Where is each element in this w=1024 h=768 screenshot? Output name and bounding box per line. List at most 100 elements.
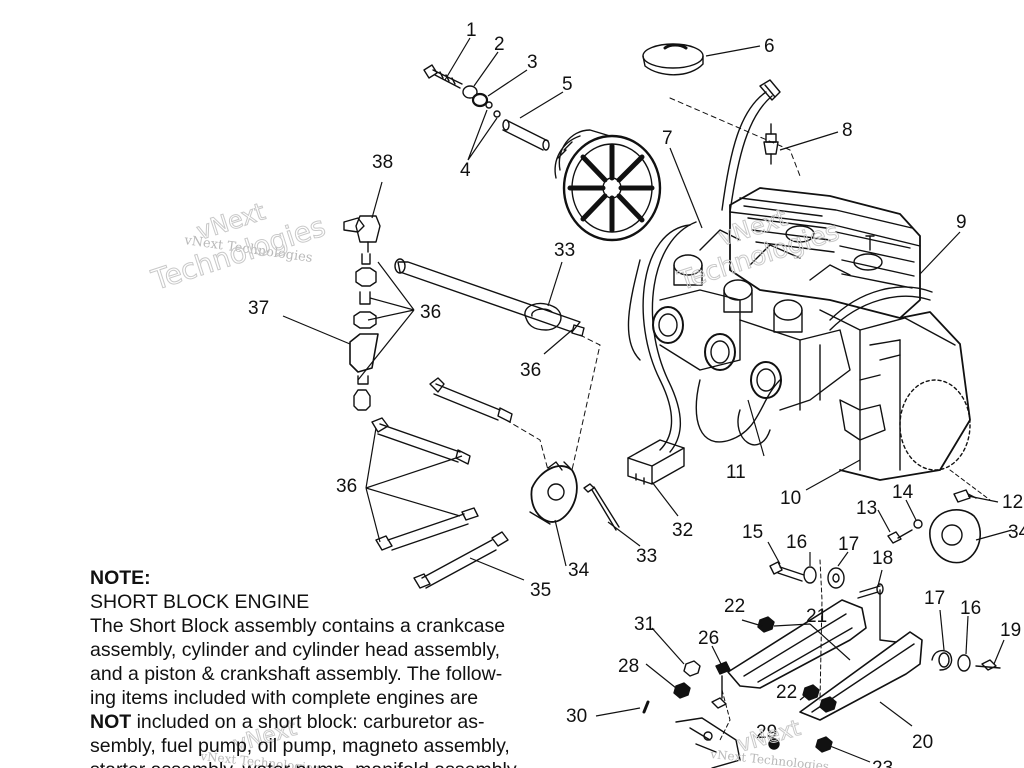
dashed-leader-mount — [719, 689, 731, 741]
hoses-part-11 — [627, 221, 933, 453]
note-not-emphasis: NOT — [90, 711, 132, 733]
callout-36: 36 — [420, 302, 441, 323]
note-line-7: starter assembly, water pump, manifold a… — [90, 758, 560, 768]
nut-part-31 — [683, 660, 701, 677]
bolt-part-15 — [769, 561, 805, 582]
note-line-3: and a piston & crankshaft assembly. The … — [90, 663, 503, 685]
callout-11: 11 — [726, 462, 746, 483]
callout-23: 23 — [872, 758, 893, 768]
mount-cup-part-34 — [929, 509, 982, 564]
note-heading: NOTE: — [90, 567, 151, 589]
spark-plug-part-8 — [763, 123, 779, 165]
spacer-part-17 — [827, 567, 845, 589]
callout-20: 20 — [912, 732, 933, 753]
dashed-leader — [669, 97, 801, 177]
nut-part-19 — [975, 659, 1001, 671]
callout-9: 9 — [956, 212, 967, 233]
washer-part-2 — [462, 85, 478, 99]
nut-part-3 — [471, 92, 489, 108]
tube-part-18 — [857, 583, 884, 599]
callout-30: 30 — [566, 706, 587, 727]
note-line-5: NOT included on a short block: carbureto… — [90, 710, 560, 734]
callout-4: 4 — [460, 160, 471, 181]
callout-34b: 34 — [1008, 522, 1024, 543]
callout-12: 12 — [1002, 492, 1023, 513]
callout-36c: 36 — [336, 476, 357, 497]
nut-part-22b — [802, 684, 837, 713]
cap-part-6 — [642, 43, 704, 76]
callout-3: 3 — [527, 52, 538, 73]
spark-plug-cap — [759, 79, 781, 101]
oil-filter-part-37 — [349, 253, 379, 411]
callout-33b: 33 — [636, 546, 657, 567]
callout-26: 26 — [698, 628, 719, 649]
callout-38: 38 — [372, 152, 393, 173]
nut-part-28 — [673, 682, 691, 699]
callout-36b: 36 — [520, 360, 541, 381]
callout-2: 2 — [494, 34, 505, 55]
callout-14: 14 — [892, 482, 914, 503]
note-subheading: SHORT BLOCK ENGINE — [90, 591, 310, 613]
callout-numbers: 1 2 3 4 5 6 7 8 9 10 11 12 13 14 15 16 1… — [248, 20, 1024, 768]
oil-pump-part-34 — [529, 461, 578, 525]
callout-21: 21 — [806, 606, 827, 627]
callout-22b: 22 — [776, 682, 797, 703]
callout-10: 10 — [780, 488, 801, 509]
engine-block-part-9 — [729, 187, 971, 481]
callout-28: 28 — [618, 656, 639, 677]
note-line-1: The Short Block assembly contains a cran… — [90, 615, 506, 637]
note-line-2: assembly, cylinder and cylinder head ass… — [90, 639, 501, 661]
washer-part-16b — [957, 654, 971, 672]
stud-part-26 — [711, 661, 731, 709]
note-line-4: ing items included with complete engines… — [90, 687, 479, 709]
callout-8: 8 — [842, 120, 853, 141]
fan-wheel — [554, 129, 662, 242]
callout-16b: 16 — [960, 598, 981, 619]
note-line-6: sembly, fuel pump, oil pump, magneto ass… — [90, 735, 510, 757]
pin-part-30 — [642, 700, 650, 714]
oil-lines-part-36 — [371, 258, 585, 589]
short-block-note: NOTE: SHORT BLOCK ENGINE The Short Block… — [90, 566, 560, 768]
oring-part-4b — [493, 110, 501, 118]
callout-17: 17 — [838, 534, 859, 555]
leader-lines — [282, 37, 1013, 763]
callout-6: 6 — [764, 36, 775, 57]
callout-5: 5 — [562, 74, 573, 95]
callout-37: 37 — [248, 298, 269, 319]
nut-part-23 — [815, 736, 833, 753]
callout-29: 29 — [756, 722, 777, 743]
control-module-part-32 — [627, 439, 685, 485]
note-line-5-rest: included on a short block: carburetor as… — [131, 711, 485, 733]
callout-31: 31 — [634, 614, 655, 635]
callout-34: 34 — [568, 560, 590, 581]
callout-17b: 17 — [924, 588, 945, 609]
callout-19: 19 — [1000, 620, 1021, 641]
callout-15: 15 — [742, 522, 763, 543]
callout-13: 13 — [856, 498, 877, 519]
callout-22: 22 — [724, 596, 745, 617]
spark-plug-wire — [721, 91, 773, 213]
callout-33: 33 — [554, 240, 575, 261]
callout-7: 7 — [662, 128, 673, 149]
bracket-plate-part-30 — [675, 717, 741, 768]
oil-fitting-part-38 — [343, 215, 381, 253]
callout-18: 18 — [872, 548, 893, 569]
spacer-part-17b — [931, 649, 953, 671]
dashed-leader-stud — [949, 469, 991, 501]
washer-part-14 — [913, 519, 923, 529]
callout-16: 16 — [786, 532, 807, 553]
oring-part-4a — [485, 101, 493, 109]
washer-part-16 — [803, 566, 817, 584]
dashed-leader-oil — [571, 334, 601, 471]
stud-part-12 — [953, 489, 977, 503]
dashed-leader-oil-b — [505, 419, 549, 471]
dashed-leader-mount-b — [819, 559, 823, 701]
watermark-text-3: vNext Technologies — [709, 747, 830, 768]
carburetor-assembly-part-7 — [652, 229, 851, 411]
mount-bracket-part-21 — [727, 599, 867, 689]
pin-part-5 — [502, 119, 550, 151]
callout-32: 32 — [672, 520, 693, 541]
gasket-part-33 — [524, 302, 562, 331]
